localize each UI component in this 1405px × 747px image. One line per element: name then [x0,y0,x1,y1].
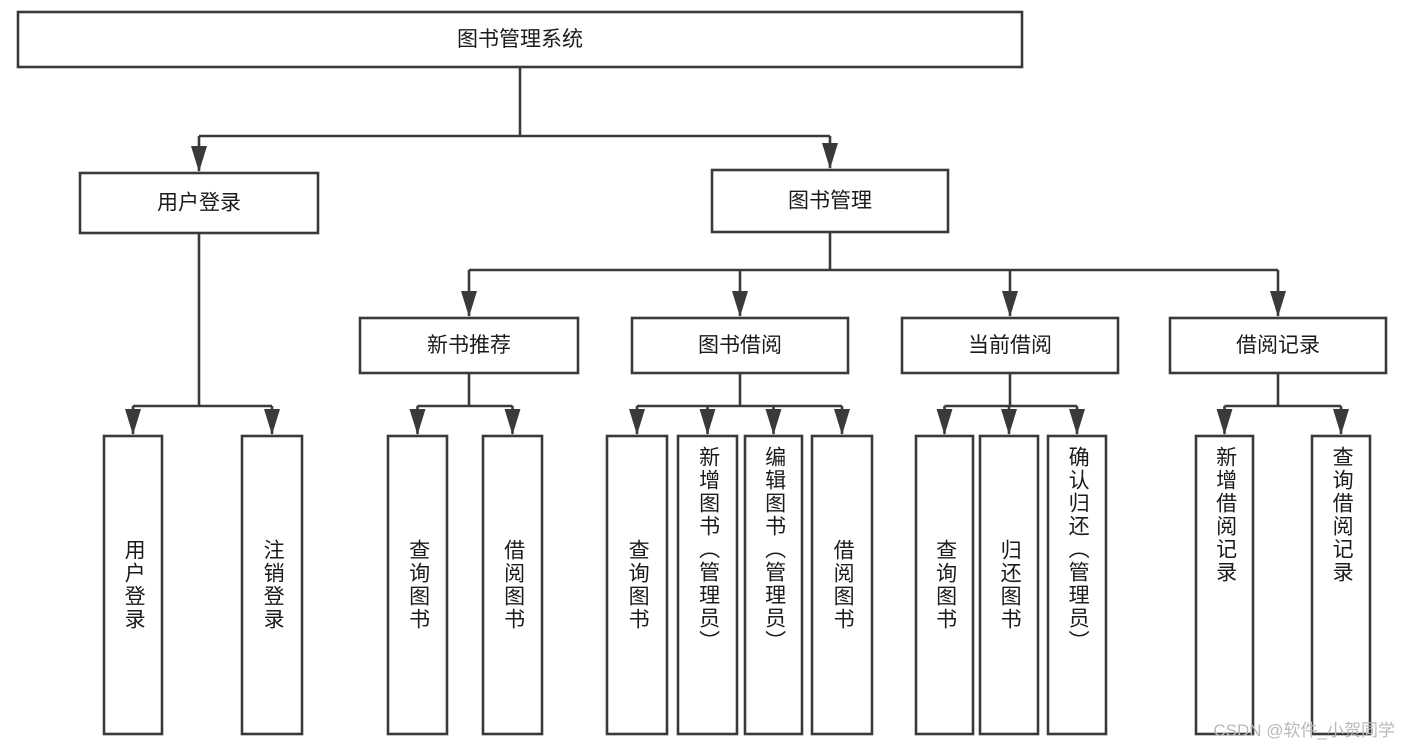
level1-node-1-label: 图书管理 [788,190,872,213]
leaf-node-6[interactable] [743,434,804,736]
level2-node-1[interactable]: 图书借阅 [630,316,850,375]
leaf-node-3-rect[interactable] [481,434,544,736]
leaf-node-8[interactable] [914,434,975,736]
level2-node-3-rect[interactable] [1168,316,1388,375]
level2-node-1-label: 图书借阅 [698,334,782,357]
arrow-head-icon-connector-user-login-0 [125,409,141,435]
leaf-node-1-rect[interactable] [240,434,304,736]
leaf-node-10-rect[interactable] [1046,434,1108,736]
level2-node-2-rect[interactable] [900,316,1120,375]
level2-node-2-label: 当前借阅 [968,334,1052,357]
leaf-node-10[interactable] [1046,434,1108,736]
arrow-head-icon-connector-book-borrow-1 [699,409,716,435]
arrow-head-icon-connector-book-borrow-3 [834,409,850,435]
leaf-node-4-rect[interactable] [605,434,669,736]
arrow-head-icon-connector-current-borrow-0 [936,409,953,435]
csdn-watermark: CSDN @软件_小贺同学 [1213,721,1395,740]
arrow-head-icon-level1-to-level2-3 [1270,291,1286,317]
leaf-node-9-rect[interactable] [978,434,1040,736]
level2-node-3-label: 借阅记录 [1236,334,1320,357]
level1-node-0-rect[interactable] [78,171,320,235]
leaf-node-11-rect[interactable] [1194,434,1255,736]
arrow-head-icon-connector-borrow-record-0 [1216,409,1233,435]
leaf-node-0-rect[interactable] [102,434,164,736]
level2-node-0-label: 新书推荐 [427,334,511,357]
arrow-head-icon-level1-to-level2-2 [1002,291,1018,317]
leaf-node-7-rect[interactable] [810,434,874,736]
arrow-head-icon-connector-book-borrow-0 [629,409,645,435]
level2-node-3[interactable]: 借阅记录 [1168,316,1388,375]
level1-node-1[interactable]: 图书管理 [710,168,950,234]
arrow-head-icon-connector-user-login-1 [264,409,280,435]
leaf-node-2[interactable] [386,434,449,736]
level1-node-1-rect[interactable] [710,168,950,234]
leaf-node-0[interactable] [102,434,164,736]
connectors-layer [125,67,1349,435]
leaf-node-1[interactable] [240,434,304,736]
level1-node-0-label: 用户登录 [157,192,241,215]
level1-node-0[interactable]: 用户登录 [78,171,320,235]
leaf-node-11[interactable] [1194,434,1255,736]
arrow-head-icon-level1-to-level2-0 [461,291,477,317]
leaf-node-5[interactable] [676,434,739,736]
leaf-node-4[interactable] [605,434,669,736]
arrow-head-icon-root-to-level1-1 [822,143,838,169]
leaf-node-2-rect[interactable] [386,434,449,736]
root-node-book-management-system-label: 图书管理系统 [457,28,583,51]
arrow-head-icon-level1-to-level2-1 [732,291,748,317]
level2-node-0-rect[interactable] [358,316,580,375]
arrow-head-icon-root-to-level1-0 [191,146,207,172]
leaf-node-5-rect[interactable] [676,434,739,736]
level2-node-2[interactable]: 当前借阅 [900,316,1120,375]
leaf-node-9[interactable] [978,434,1040,736]
leaf-node-3[interactable] [481,434,544,736]
leaf-node-12-rect[interactable] [1310,434,1372,736]
leaf-node-12[interactable] [1310,434,1372,736]
leaf-node-7[interactable] [810,434,874,736]
arrow-head-icon-connector-current-borrow-2 [1069,409,1085,435]
leaf-node-8-rect[interactable] [914,434,975,736]
root-node-book-management-system[interactable]: 图书管理系统 [16,10,1024,69]
leaf-node-6-rect[interactable] [743,434,804,736]
arrow-head-icon-connector-new-book-rec-1 [504,409,521,435]
arrow-head-icon-connector-current-borrow-1 [1001,409,1017,435]
arrow-head-icon-connector-book-borrow-2 [765,409,782,435]
root-node-book-management-system-rect[interactable] [16,10,1024,69]
level2-node-1-rect[interactable] [630,316,850,375]
level2-node-0[interactable]: 新书推荐 [358,316,580,375]
arrow-head-icon-connector-borrow-record-1 [1333,409,1349,435]
arrow-head-icon-connector-new-book-rec-0 [409,409,426,435]
